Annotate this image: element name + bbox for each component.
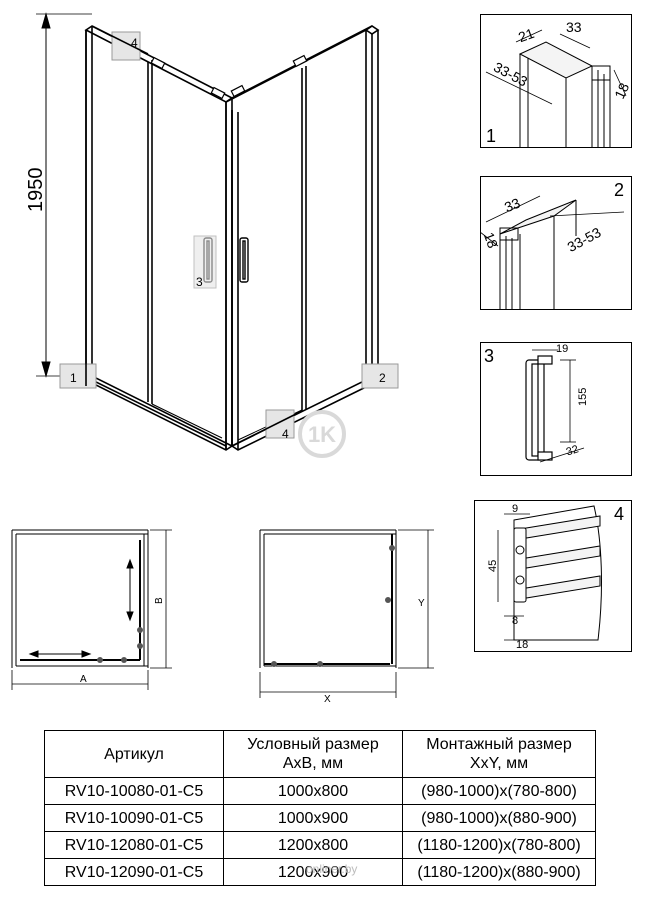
detail-3-number: 3: [484, 346, 494, 366]
cell-article: RV10-12090-01-C5: [44, 858, 224, 886]
detail-4-dim-top: 9: [512, 503, 518, 515]
detail-2-dim-b: 18: [481, 230, 501, 250]
cell-nominal-size: 1200x800: [223, 831, 403, 859]
detail-2-profile: 33 18 33-53 2: [480, 176, 632, 310]
height-label: 1950: [25, 168, 47, 213]
table-row: RV10-10080-01-C5 1000x800 (980-1000)x(78…: [44, 777, 596, 805]
cell-nominal-size: 1200x900: [223, 858, 403, 886]
detail-1-number: 1: [486, 126, 496, 146]
callout-2: 2: [379, 371, 386, 385]
detail-3-dim-width: 19: [556, 343, 568, 355]
detail-4-dim-gap: 8: [512, 615, 518, 627]
detail-3-dim-depth: 32: [565, 443, 580, 458]
detail-1-dim-a: 21: [516, 25, 536, 45]
callout-2-box: [361, 363, 399, 389]
detail-3-dim-height: 155: [577, 388, 589, 406]
detail-2-dim-a: 33: [502, 195, 523, 216]
watermark-logo-text: 1K: [308, 422, 336, 447]
detail-3-handle: 19 155 32 3: [480, 342, 632, 476]
plan-label-a: A: [80, 674, 87, 685]
detail-1-dim-b: 33: [566, 19, 582, 35]
cell-mounting-size: (1180-1200)x(780-800): [402, 831, 596, 859]
watermark-logo: 1K: [298, 410, 346, 458]
detail-4-dim-bottom: 18: [516, 639, 528, 651]
detail-4-roller: 9 45 8 18 4: [474, 500, 632, 652]
table-row: RV10-10090-01-C5 1000x900 (980-1000)x(88…: [44, 804, 596, 832]
cell-mounting-size: (1180-1200)x(880-900): [402, 858, 596, 886]
detail-1-dim-d: 18: [611, 80, 632, 101]
cell-mounting-size: (980-1000)x(780-800): [402, 777, 596, 805]
detail-4-dim-height: 45: [487, 560, 499, 572]
plan-ab: A B: [11, 529, 172, 690]
plan-label-x: X: [324, 694, 331, 705]
right-panel: [225, 25, 380, 451]
top-rollers: [150, 54, 308, 100]
callout-1-box: [59, 363, 97, 389]
callout-4-top: 4: [131, 36, 138, 50]
plan-label-y: Y: [418, 598, 425, 609]
callout-1: 1: [70, 371, 77, 385]
header-article: Артикул: [44, 730, 224, 778]
cell-article: RV10-10090-01-C5: [44, 804, 224, 832]
shower-enclosure-drawing: 1950: [25, 12, 399, 451]
detail-4-number: 4: [614, 504, 624, 524]
cell-nominal-size: 1000x800: [223, 777, 403, 805]
detail-2-number: 2: [614, 180, 624, 200]
plan-label-b: B: [154, 597, 165, 604]
callout-3: 3: [196, 275, 203, 289]
cell-article: RV10-12080-01-C5: [44, 831, 224, 859]
watermark-site-text: onliner.by: [306, 862, 358, 876]
plan-xy: X Y: [259, 529, 434, 705]
detail-1-profile: 21 33 33-53 18 1: [480, 14, 632, 148]
height-dimension: [36, 12, 92, 378]
callout-4-top-box: [111, 31, 141, 61]
callout-4-bottom-box: [265, 409, 295, 439]
table-row: RV10-12080-01-C5 1200x800 (1180-1200)x(7…: [44, 831, 596, 859]
callout-3-box: [193, 235, 217, 289]
table-row: RV10-12090-01-C5 1200x900 (1180-1200)x(8…: [44, 858, 596, 886]
cell-mounting-size: (980-1000)x(880-900): [402, 804, 596, 832]
callout-4-bottom: 4: [282, 427, 289, 441]
cell-nominal-size: 1000x900: [223, 804, 403, 832]
cell-article: RV10-10080-01-C5: [44, 777, 224, 805]
